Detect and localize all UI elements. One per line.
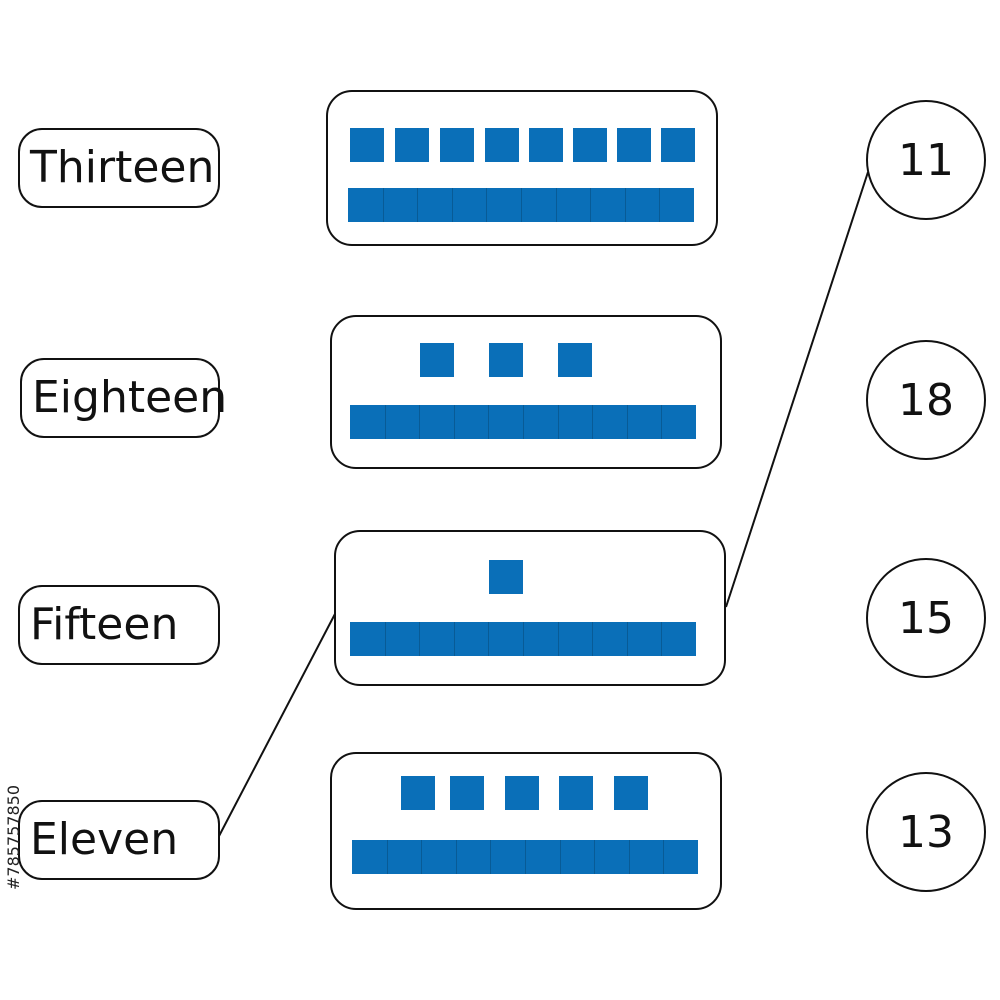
number-circle-18[interactable]: 18	[866, 340, 986, 460]
word-eighteen[interactable]: Eighteen	[20, 358, 227, 438]
unit-cube	[573, 128, 607, 162]
stock-id-text: #785757850	[4, 784, 23, 890]
unit-cube	[617, 128, 651, 162]
ten-rod	[348, 188, 694, 222]
number-label: 13	[898, 806, 954, 858]
unit-cube	[661, 128, 695, 162]
unit-cube	[395, 128, 429, 162]
unit-cube	[450, 776, 484, 810]
ten-rod	[352, 840, 698, 874]
unit-cube	[420, 343, 454, 377]
unit-cube	[614, 776, 648, 810]
unit-cube	[485, 128, 519, 162]
number-circle-15[interactable]: 15	[866, 558, 986, 678]
word-label: Thirteen	[30, 142, 215, 193]
block-card-3[interactable]	[334, 530, 726, 686]
unit-cube	[489, 560, 523, 594]
word-thirteen[interactable]: Thirteen	[18, 128, 220, 208]
unit-cube	[350, 128, 384, 162]
unit-cube	[401, 776, 435, 810]
connector-eleven-to-card	[217, 611, 337, 839]
unit-cube	[558, 343, 592, 377]
block-card-4[interactable]	[330, 752, 722, 910]
unit-cube	[489, 343, 523, 377]
unit-cube	[440, 128, 474, 162]
connector-card-to-11	[725, 171, 869, 608]
block-card-2[interactable]	[330, 315, 722, 469]
number-label: 18	[898, 374, 954, 426]
unit-cube	[559, 776, 593, 810]
word-eleven[interactable]: Eleven	[18, 800, 220, 880]
word-label: Fifteen	[30, 599, 179, 650]
word-label: Eighteen	[32, 372, 228, 423]
block-card-1[interactable]	[326, 90, 718, 246]
word-fifteen[interactable]: Fifteen	[18, 585, 220, 665]
number-label: 15	[898, 592, 954, 644]
number-circle-13[interactable]: 13	[866, 772, 986, 892]
word-label: Eleven	[30, 814, 179, 865]
number-circle-11[interactable]: 11	[866, 100, 986, 220]
ten-rod	[350, 622, 696, 656]
unit-cube	[529, 128, 563, 162]
unit-cube	[505, 776, 539, 810]
number-label: 11	[898, 134, 954, 186]
ten-rod	[350, 405, 696, 439]
